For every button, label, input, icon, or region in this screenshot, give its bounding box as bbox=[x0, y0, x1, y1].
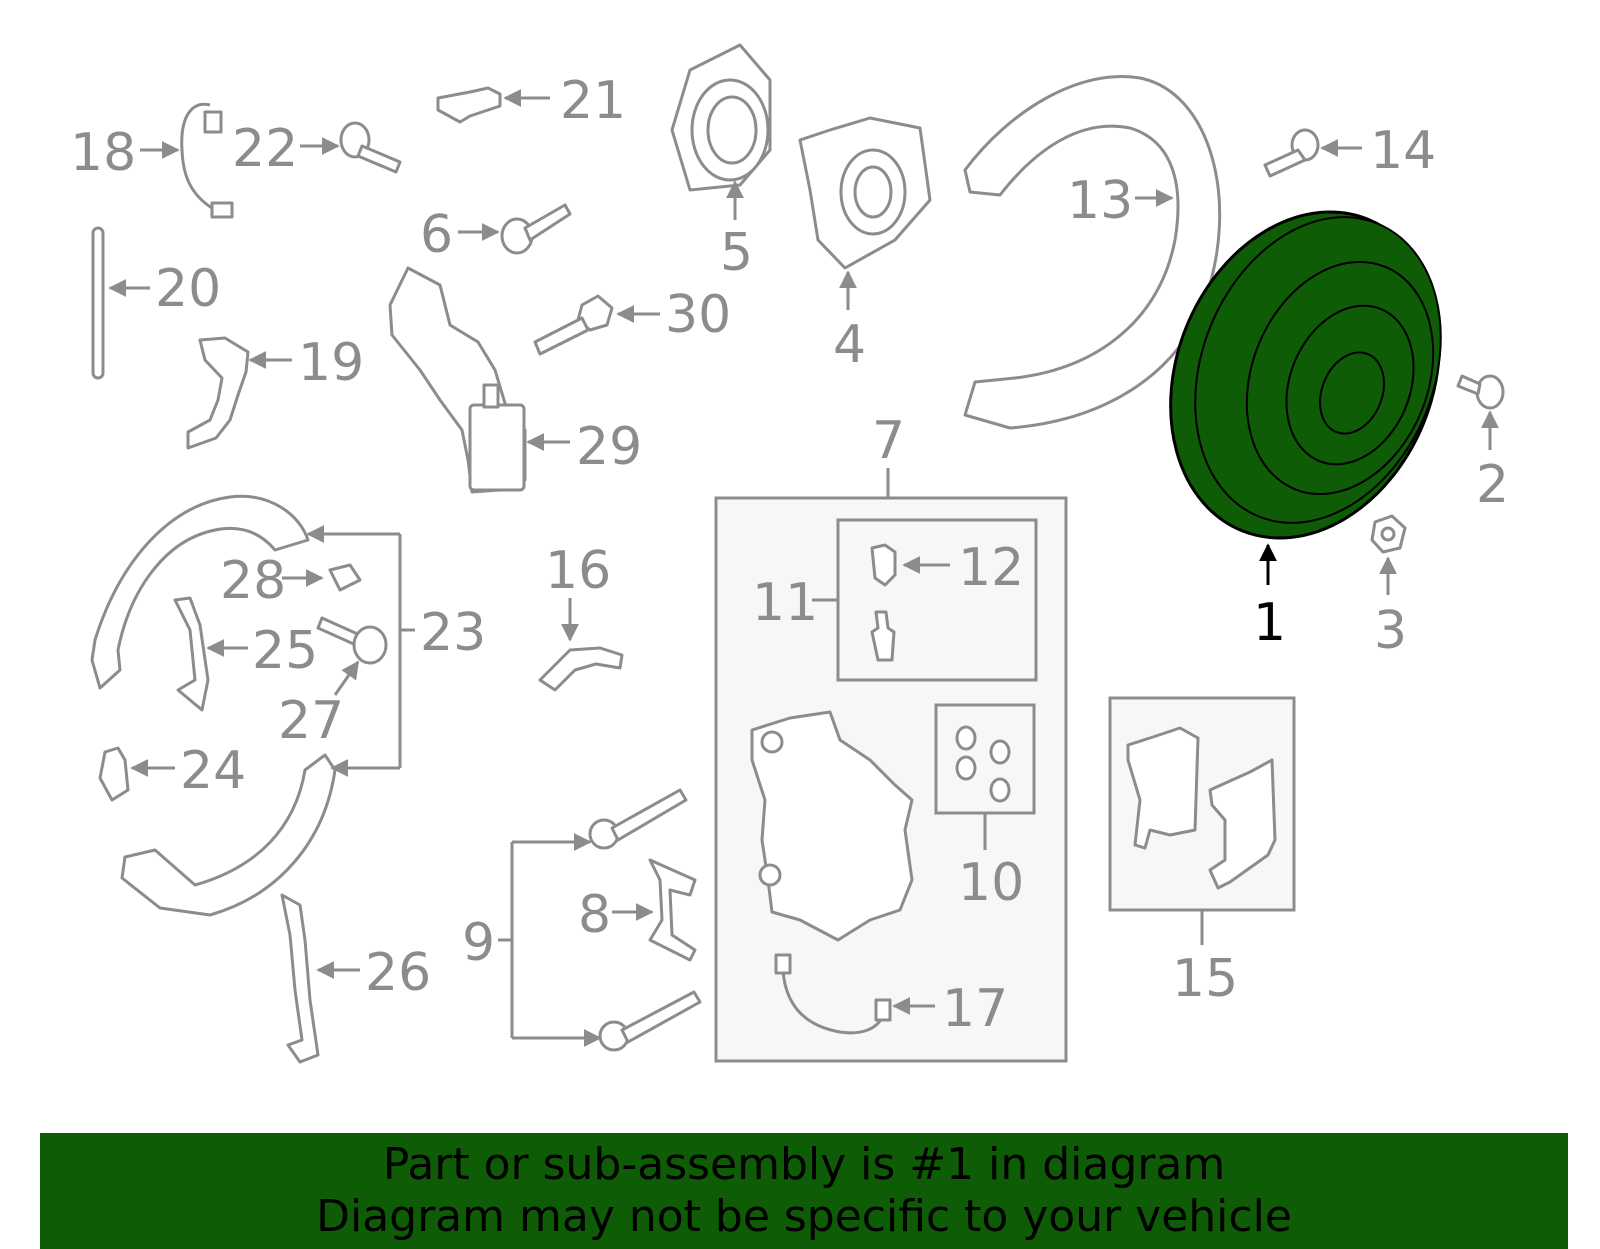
label-27: 27 bbox=[278, 691, 344, 751]
part-29-actuator-bracket[interactable] bbox=[388, 266, 527, 494]
label-14: 14 bbox=[1370, 121, 1436, 181]
part-6-bolt[interactable] bbox=[500, 203, 572, 255]
part-18-abs-sensor-wire[interactable] bbox=[180, 102, 234, 219]
box-10 bbox=[934, 703, 1036, 815]
label-3: 3 bbox=[1374, 601, 1407, 661]
label-6: 6 bbox=[420, 205, 453, 265]
part-22-bolt[interactable] bbox=[339, 121, 402, 174]
part-1-brake-rotor[interactable] bbox=[1123, 171, 1486, 578]
part-12-bleeder[interactable] bbox=[870, 543, 897, 662]
part-17-wear-sensor[interactable] bbox=[774, 953, 892, 1035]
part-25-spring[interactable] bbox=[173, 596, 210, 712]
part-8-clip[interactable] bbox=[648, 858, 697, 962]
part-30-bolt[interactable] bbox=[533, 294, 614, 356]
label-15: 15 bbox=[1172, 949, 1238, 1009]
label-17: 17 bbox=[942, 979, 1008, 1039]
part-20-rod[interactable] bbox=[91, 226, 105, 380]
label-19: 19 bbox=[298, 333, 364, 393]
banner-line-1: Part or sub-assembly is #1 in diagram bbox=[382, 1139, 1226, 1190]
label-8: 8 bbox=[578, 885, 611, 945]
label-21: 21 bbox=[560, 71, 626, 131]
label-28: 28 bbox=[220, 551, 286, 611]
part-26-strut[interactable] bbox=[280, 893, 320, 1064]
label-30: 30 bbox=[665, 285, 731, 345]
part-13-dust-shield[interactable] bbox=[963, 75, 1222, 430]
part-9-bolts[interactable] bbox=[588, 788, 702, 1052]
label-26: 26 bbox=[365, 943, 431, 1003]
label-12: 12 bbox=[958, 538, 1024, 598]
part-10-seals[interactable] bbox=[955, 725, 1011, 803]
label-1: 1 bbox=[1253, 593, 1286, 653]
part-21-clip[interactable] bbox=[436, 86, 502, 124]
label-18: 18 bbox=[70, 123, 136, 183]
part-16-bracket[interactable] bbox=[538, 646, 624, 692]
label-10: 10 bbox=[958, 853, 1024, 913]
label-29: 29 bbox=[576, 417, 642, 477]
label-5: 5 bbox=[720, 223, 753, 283]
banner-line-2: Diagram may not be specific to your vehi… bbox=[316, 1191, 1292, 1242]
label-4: 4 bbox=[833, 315, 866, 375]
part-24-switch[interactable] bbox=[98, 746, 130, 802]
part-23-parking-brake-shoes[interactable] bbox=[90, 494, 337, 917]
label-23: 23 bbox=[420, 603, 486, 663]
part-2-bolt[interactable] bbox=[1456, 374, 1505, 410]
label-20: 20 bbox=[155, 259, 221, 319]
part-15-brake-pads[interactable] bbox=[1126, 726, 1277, 890]
label-16: 16 bbox=[545, 541, 611, 601]
part-5-wheel-bearing[interactable] bbox=[670, 43, 772, 192]
label-11: 11 bbox=[752, 573, 818, 633]
box-11 bbox=[836, 518, 1038, 682]
label-7: 7 bbox=[872, 411, 905, 471]
label-24: 24 bbox=[180, 741, 246, 801]
label-22: 22 bbox=[232, 119, 298, 179]
caliper-body[interactable] bbox=[750, 710, 914, 942]
leader-27 bbox=[333, 660, 360, 696]
info-banner: Part or sub-assembly is #1 in diagram Di… bbox=[40, 1133, 1568, 1249]
part-19-bracket[interactable] bbox=[186, 336, 250, 450]
part-3-nut[interactable] bbox=[1370, 514, 1407, 554]
part-4-hub[interactable] bbox=[798, 116, 932, 270]
label-9: 9 bbox=[462, 913, 495, 973]
label-25: 25 bbox=[252, 621, 318, 681]
label-13: 13 bbox=[1067, 171, 1133, 231]
label-2: 2 bbox=[1476, 455, 1509, 515]
part-14-bolt[interactable] bbox=[1263, 128, 1320, 178]
part-28-block[interactable] bbox=[328, 563, 362, 592]
part-27-pin[interactable] bbox=[316, 616, 388, 665]
